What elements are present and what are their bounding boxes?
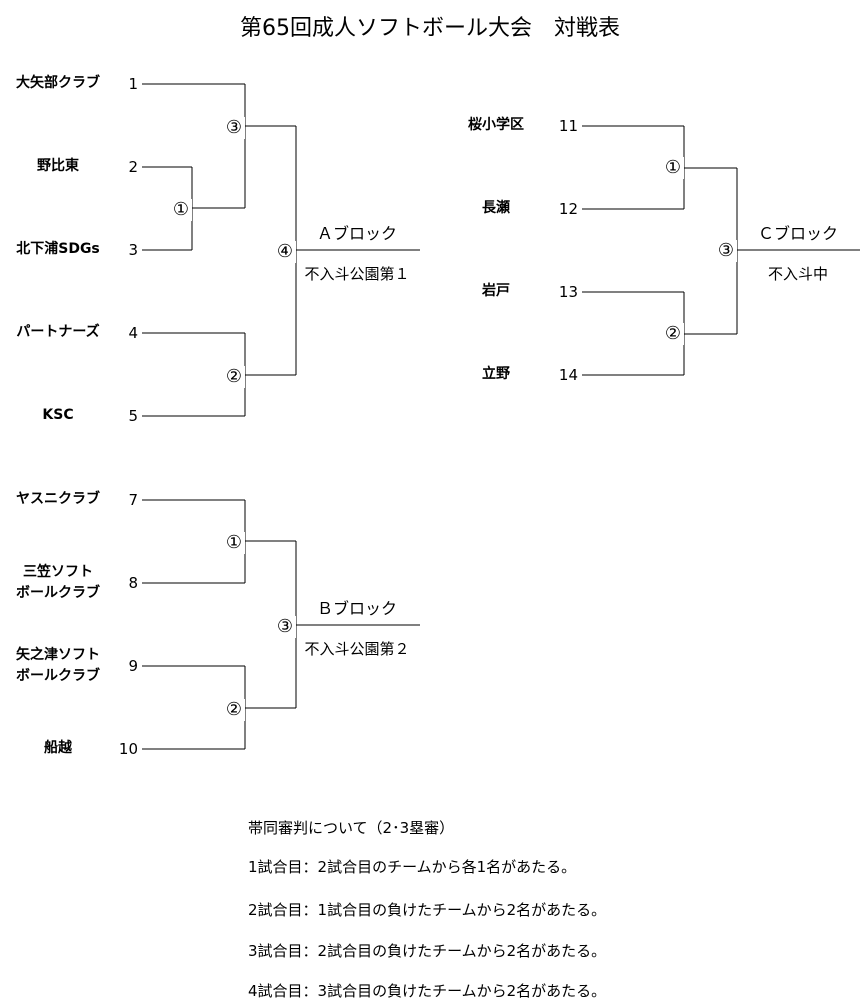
team-c1: 桜小学区 xyxy=(468,117,524,133)
seed-a2: 2 xyxy=(128,158,138,176)
seed-c1: 11 xyxy=(558,117,578,135)
notes-heading: 帯同審判について（2･3塁審） xyxy=(248,819,455,837)
team-c2: 長瀬 xyxy=(482,200,510,216)
seed-b4: 10 xyxy=(118,740,138,758)
note-line-1: 1試合目：2試合目のチームから各1名があたる。 xyxy=(248,858,577,876)
match-b3-number: ③ xyxy=(274,616,296,638)
match-c1-number: ① xyxy=(662,157,684,179)
team-b2: 三笠ソフト ボールクラブ xyxy=(16,564,100,601)
match-a2-number: ② xyxy=(223,366,245,388)
seed-a1: 1 xyxy=(128,75,138,93)
page-title: 第65回成人ソフトボール大会 対戦表 xyxy=(240,16,620,41)
team-a5: KSC xyxy=(42,407,74,423)
block-c-name: Ｃブロック xyxy=(757,224,838,243)
seed-b2: 8 xyxy=(128,574,138,592)
team-c4: 立野 xyxy=(482,366,510,382)
match-c3-number: ③ xyxy=(715,240,737,262)
note-line-4: 4試合目：3試合目の負けたチームから2名があたる。 xyxy=(248,982,607,1000)
block-a-venue: 不入斗公園第１ xyxy=(304,265,410,283)
seed-b1: 7 xyxy=(128,491,138,509)
team-b4: 船越 xyxy=(44,740,72,756)
match-a1-number: ① xyxy=(170,199,192,221)
block-c-venue: 不入斗中 xyxy=(767,265,828,283)
team-a4: パートナーズ xyxy=(16,324,100,340)
match-a4-number: ④ xyxy=(274,241,296,263)
seed-c4: 14 xyxy=(558,366,578,384)
team-a3: 北下浦SDGs xyxy=(16,241,100,257)
team-b1: ヤスニクラブ xyxy=(16,491,100,507)
seed-c2: 12 xyxy=(558,200,578,218)
team-a2: 野比東 xyxy=(37,158,79,174)
note-line-3: 3試合目：2試合目の負けたチームから2名があたる。 xyxy=(248,942,607,960)
match-b1-number: ① xyxy=(223,532,245,554)
seed-a4: 4 xyxy=(128,324,138,342)
match-c2-number: ② xyxy=(662,323,684,345)
block-b-venue: 不入斗公園第２ xyxy=(304,640,410,658)
seed-a3: 3 xyxy=(128,241,138,259)
match-a3-number: ③ xyxy=(223,117,245,139)
seed-a5: 5 xyxy=(128,407,138,425)
seed-b3: 9 xyxy=(128,657,138,675)
match-b2-number: ② xyxy=(223,699,245,721)
team-a1: 大矢部クラブ xyxy=(16,75,100,91)
team-c3: 岩戸 xyxy=(482,283,510,299)
team-b3: 矢之津ソフト ボールクラブ xyxy=(16,647,100,684)
block-a-name: Ａブロック xyxy=(316,224,397,243)
note-line-2: 2試合目：1試合目の負けたチームから2名があたる。 xyxy=(248,901,607,919)
block-b-name: Ｂブロック xyxy=(316,599,397,618)
seed-c3: 13 xyxy=(558,283,578,301)
